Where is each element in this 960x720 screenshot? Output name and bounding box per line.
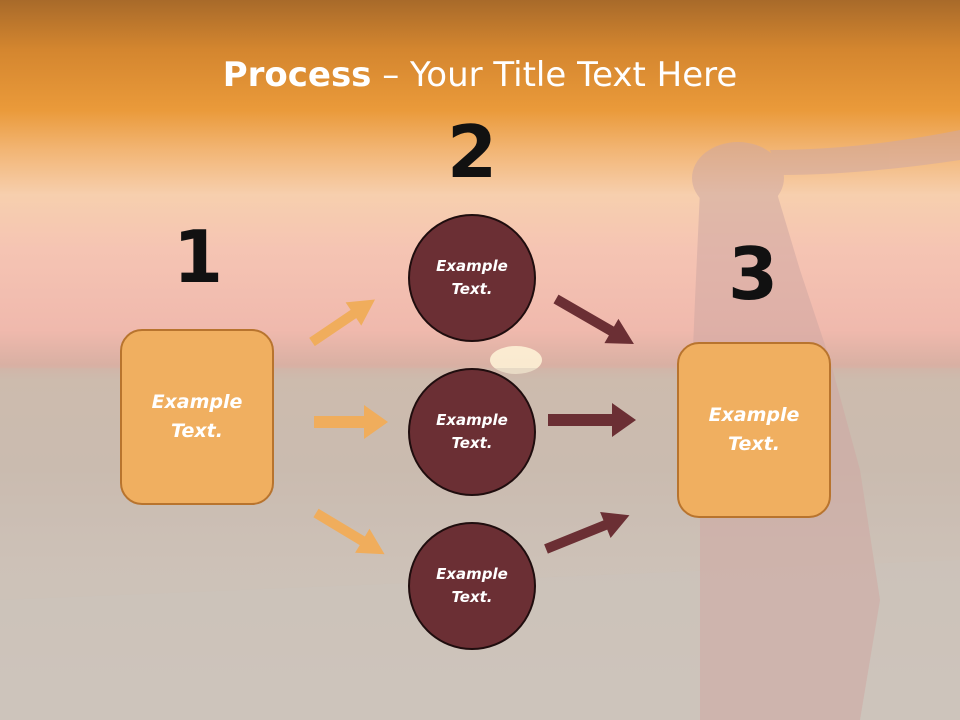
- arrow-right-maroon: [548, 403, 636, 437]
- circle-bottom-text-line2: Text.: [451, 588, 493, 606]
- arrow-up-right-maroon: [544, 512, 630, 554]
- step-number-3: 3: [727, 232, 779, 316]
- title-rest-text: – Your Title Text Here: [371, 55, 738, 95]
- step-2-circle-top: Example Text.: [408, 214, 536, 342]
- step-3-box: Example Text.: [677, 342, 831, 518]
- step-1-text-line2: Text.: [171, 420, 223, 442]
- arrow-right-orange: [314, 405, 388, 439]
- slide-title: Process – Your Title Text Here: [0, 52, 960, 98]
- step-3-text-line2: Text.: [728, 433, 780, 455]
- sun-shape: [490, 346, 542, 374]
- arrow-down-right-orange: [313, 508, 385, 555]
- step-2-circle-middle: Example Text.: [408, 368, 536, 496]
- step-1-text-line1: Example: [151, 391, 243, 413]
- circle-bottom-text-line1: Example: [436, 565, 508, 583]
- circle-top-text-line2: Text.: [451, 280, 493, 298]
- step-number-1: 1: [172, 215, 224, 299]
- step-3-text-line1: Example: [708, 404, 800, 426]
- arrow-up-right-orange: [309, 299, 376, 347]
- circle-middle-text-line2: Text.: [451, 434, 493, 452]
- step-2-circle-bottom: Example Text.: [408, 522, 536, 650]
- circle-top-text-line1: Example: [436, 257, 508, 275]
- title-bold-text: Process: [222, 55, 372, 95]
- arrow-down-right-maroon: [553, 294, 634, 344]
- circle-middle-text-line1: Example: [436, 411, 508, 429]
- step-number-2: 2: [446, 110, 498, 194]
- step-1-box: Example Text.: [120, 329, 274, 505]
